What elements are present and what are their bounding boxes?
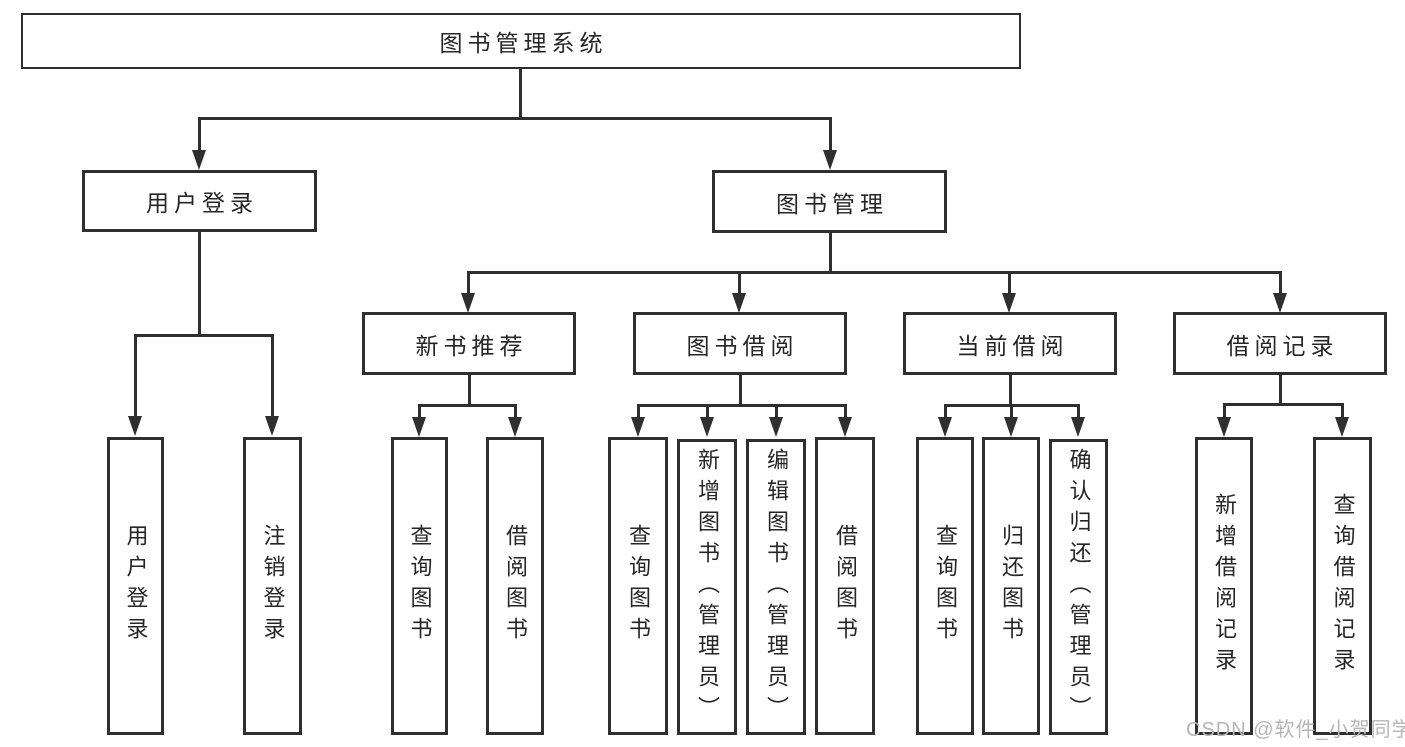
arrow-down-icon: [838, 417, 852, 437]
leaf-borrow-books: 借阅图书: [815, 437, 875, 735]
connector-drop: [1010, 404, 1013, 419]
leaf-query-books-recommend: 查询图书: [391, 437, 448, 735]
arrow-down-icon: [265, 416, 279, 436]
leaf-edit-book-admin: 编辑图书（管理员）: [746, 439, 806, 735]
connector-root-stem: [519, 69, 522, 119]
arrow-down-icon: [1004, 417, 1018, 437]
leaf-query-borrow-record: 查询借阅记录: [1313, 437, 1372, 735]
leaf-label: 确认归还（管理员）: [1066, 447, 1092, 727]
node-library-system: 图书管理系统: [21, 13, 1021, 69]
leaf-user-login: 用户登录: [107, 437, 164, 735]
connector-drop: [775, 404, 778, 419]
arrow-down-icon: [1273, 293, 1287, 313]
connector-drop-book-borrow: [738, 271, 741, 295]
leaf-add-borrow-record: 新增借阅记录: [1195, 437, 1253, 735]
connector-drop-leaf-logout: [271, 334, 274, 417]
leaf-label: 查询图书: [626, 524, 651, 648]
arrow-down-icon: [700, 417, 714, 437]
node-current-borrow: 当前借阅: [903, 312, 1117, 375]
leaf-query-books-current: 查询图书: [916, 437, 974, 735]
arrow-down-icon: [192, 150, 206, 170]
leaf-label: 用户登录: [123, 524, 149, 648]
arrow-down-icon: [1217, 417, 1231, 437]
leaf-label: 编辑图书（管理员）: [764, 447, 789, 727]
node-user-login: 用户登录: [82, 170, 317, 232]
connector-drop-borrow-records: [1279, 271, 1282, 295]
connector-drop-leaf-user-login: [134, 334, 137, 417]
arrow-down-icon: [1335, 417, 1349, 437]
leaf-confirm-return-admin: 确认归还（管理员）: [1049, 439, 1108, 735]
connector-user-login-hline: [134, 334, 273, 337]
connector-drop: [844, 404, 847, 419]
connector-new-book-stem: [468, 375, 471, 406]
arrow-down-icon: [631, 417, 645, 437]
connector-drop: [514, 404, 517, 419]
connector-user-login-stem: [198, 232, 201, 336]
connector-drop: [1341, 403, 1344, 419]
connector-drop: [1223, 403, 1226, 419]
connector-root-hline: [198, 117, 831, 120]
connector-book-borrow-stem: [739, 375, 742, 406]
leaf-return-books: 归还图书: [982, 437, 1040, 735]
leaf-label: 查询图书: [933, 524, 958, 648]
leaf-query-books-borrow: 查询图书: [608, 437, 668, 735]
arrow-down-icon: [1071, 417, 1085, 437]
arrow-down-icon: [823, 150, 837, 170]
connector-drop-new-book: [467, 271, 470, 295]
connector-current-borrow-stem: [1009, 375, 1012, 406]
connector-drop: [1077, 404, 1080, 419]
leaf-label: 归还图书: [999, 524, 1024, 648]
connector-drop: [418, 404, 421, 419]
arrow-down-icon: [508, 417, 522, 437]
leaf-label: 新增图书（管理员）: [695, 447, 720, 727]
leaf-add-book-admin: 新增图书（管理员）: [677, 439, 737, 735]
connector-drop: [706, 404, 709, 419]
connector-drop: [944, 404, 947, 419]
node-borrow-records: 借阅记录: [1173, 312, 1387, 375]
leaf-label: 借阅图书: [503, 524, 528, 648]
arrow-down-icon: [732, 293, 746, 313]
leaf-label: 新增借阅记录: [1212, 493, 1237, 679]
arrow-down-icon: [769, 417, 783, 437]
csdn-watermark: CSDN @软件_小贺同学: [1186, 719, 1405, 741]
connector-drop-current-borrow: [1008, 271, 1011, 295]
connector-drop: [637, 404, 640, 419]
connector-book-mgmt-hline: [467, 271, 1282, 274]
arrow-down-icon: [412, 417, 426, 437]
connector-drop-book-mgmt: [829, 117, 832, 152]
node-book-borrow: 图书借阅: [633, 312, 847, 375]
leaf-label: 借阅图书: [833, 524, 858, 648]
leaf-label: 查询图书: [407, 524, 433, 648]
arrow-down-icon: [461, 293, 475, 313]
connector-book-mgmt-stem: [829, 233, 832, 273]
arrow-down-icon: [938, 417, 952, 437]
connector-new-book-hline: [418, 404, 517, 407]
connector-drop-user-login: [198, 117, 201, 152]
node-book-management: 图书管理: [712, 170, 947, 233]
connector-borrow-records-stem: [1279, 375, 1282, 405]
leaf-logout: 注销登录: [243, 437, 302, 735]
connector-book-borrow-hline: [637, 404, 846, 407]
arrow-down-icon: [128, 416, 142, 436]
arrow-down-icon: [1002, 293, 1016, 313]
node-new-book-recommend: 新书推荐: [362, 312, 576, 375]
leaf-borrow-books-recommend: 借阅图书: [486, 437, 544, 735]
leaf-label: 查询借阅记录: [1330, 493, 1356, 679]
connector-borrow-records-hline: [1223, 403, 1343, 406]
leaf-label: 注销登录: [260, 524, 286, 648]
